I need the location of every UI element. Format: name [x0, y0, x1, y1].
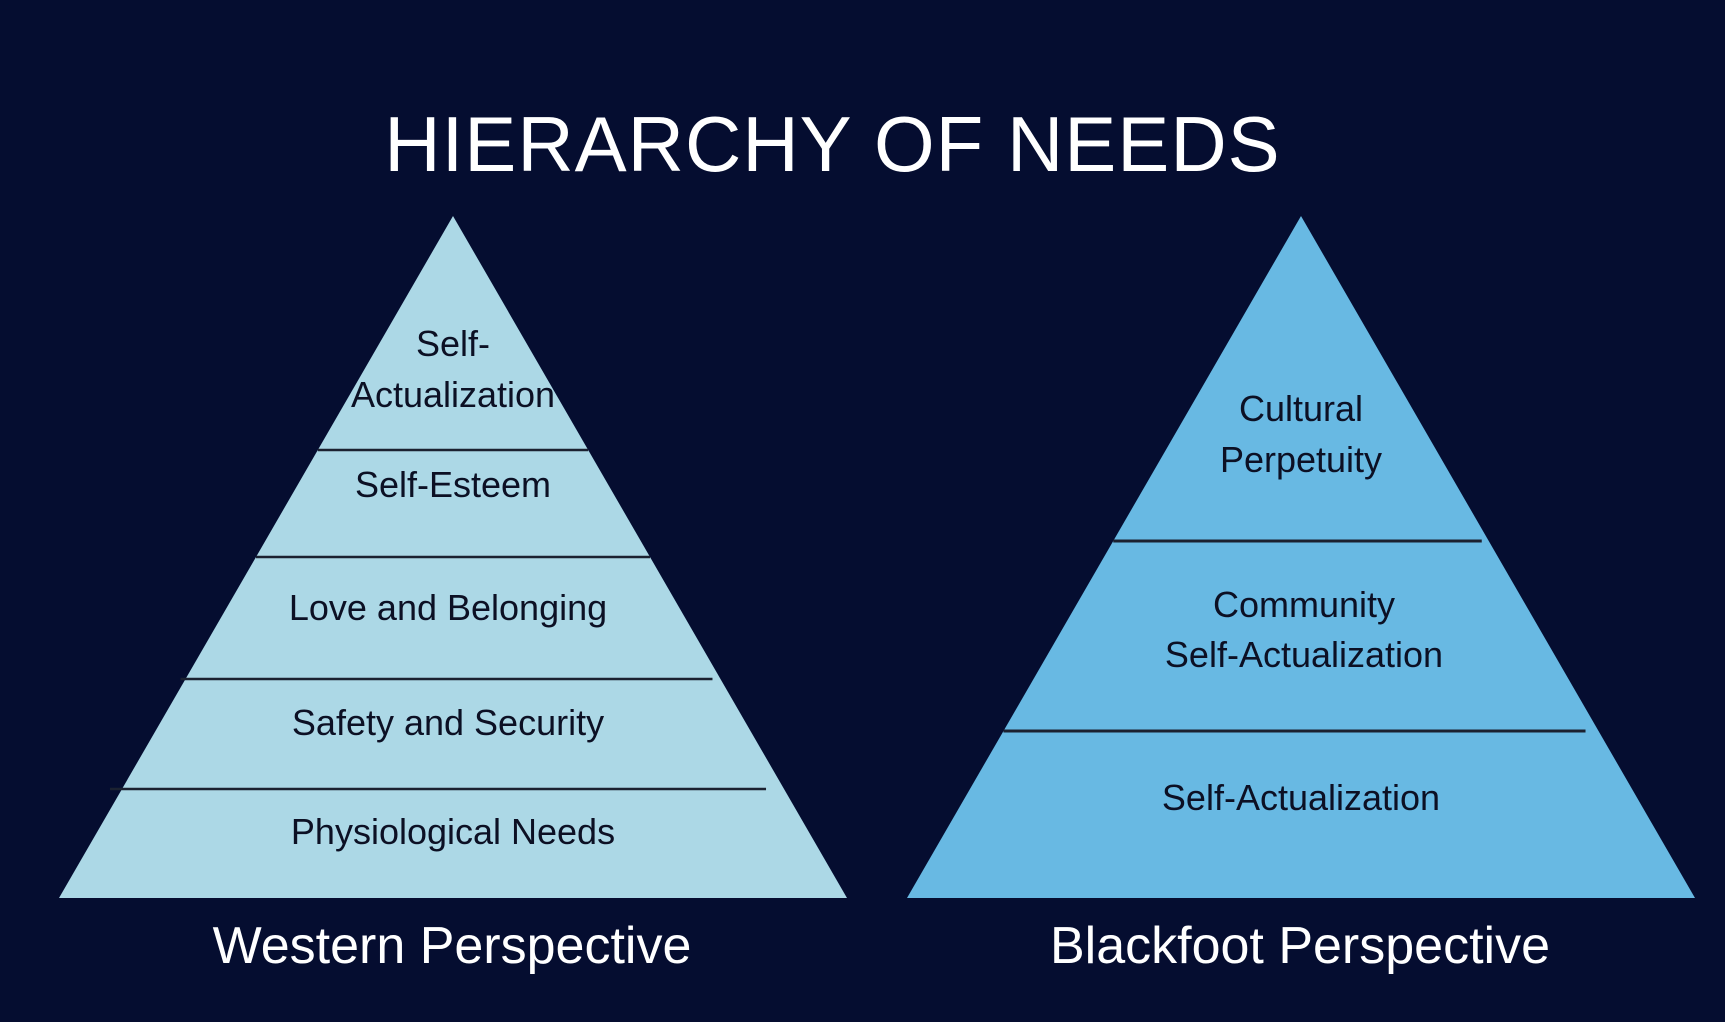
blackfoot-level-label: Self-Actualization	[1165, 634, 1443, 675]
blackfoot-caption: Blackfoot Perspective	[1049, 917, 1551, 975]
western-level-label: Love and Belonging	[289, 587, 607, 628]
western-level-label: Physiological Needs	[291, 811, 615, 852]
blackfoot-level-label: Cultural	[1239, 388, 1363, 429]
page-title: HIERARCHY OF NEEDS	[384, 100, 1281, 188]
blackfoot-pyramid	[907, 216, 1695, 898]
western-level-label: Actualization	[351, 374, 555, 415]
blackfoot-level-label: Perpetuity	[1220, 439, 1382, 480]
blackfoot-level-label: Community	[1213, 584, 1395, 625]
western-caption: Western Perspective	[212, 917, 692, 975]
western-level-label: Self-Esteem	[355, 464, 551, 505]
blackfoot-level-label: Self-Actualization	[1162, 777, 1440, 818]
western-level-label: Self-	[416, 323, 490, 364]
western-level-label: Safety and Security	[292, 702, 604, 743]
